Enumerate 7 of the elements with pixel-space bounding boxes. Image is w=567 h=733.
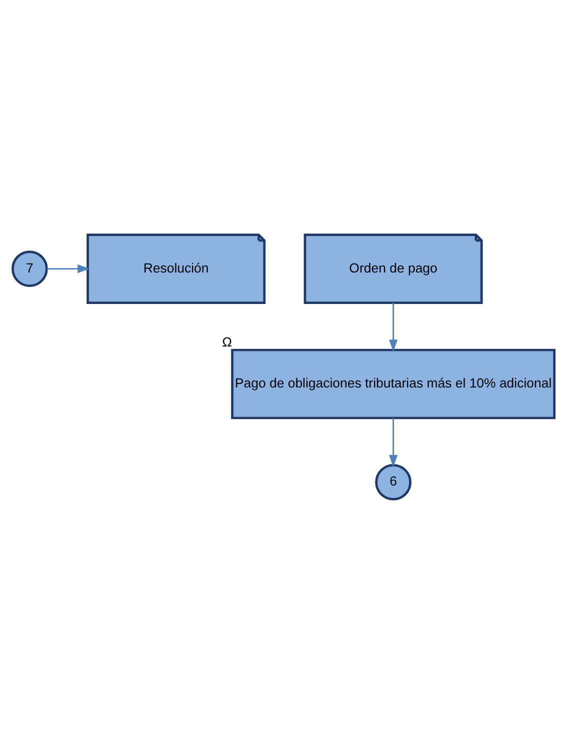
arrow (388, 418, 398, 467)
node-circle: 6 (375, 464, 412, 500)
node-box: Pago de obligaciones tributarias más el 10% adicional (231, 348, 556, 419)
node-circle: 7 (12, 250, 48, 286)
arrow (388, 302, 398, 352)
node-label: Ω (222, 334, 232, 349)
arrow (46, 264, 90, 273)
